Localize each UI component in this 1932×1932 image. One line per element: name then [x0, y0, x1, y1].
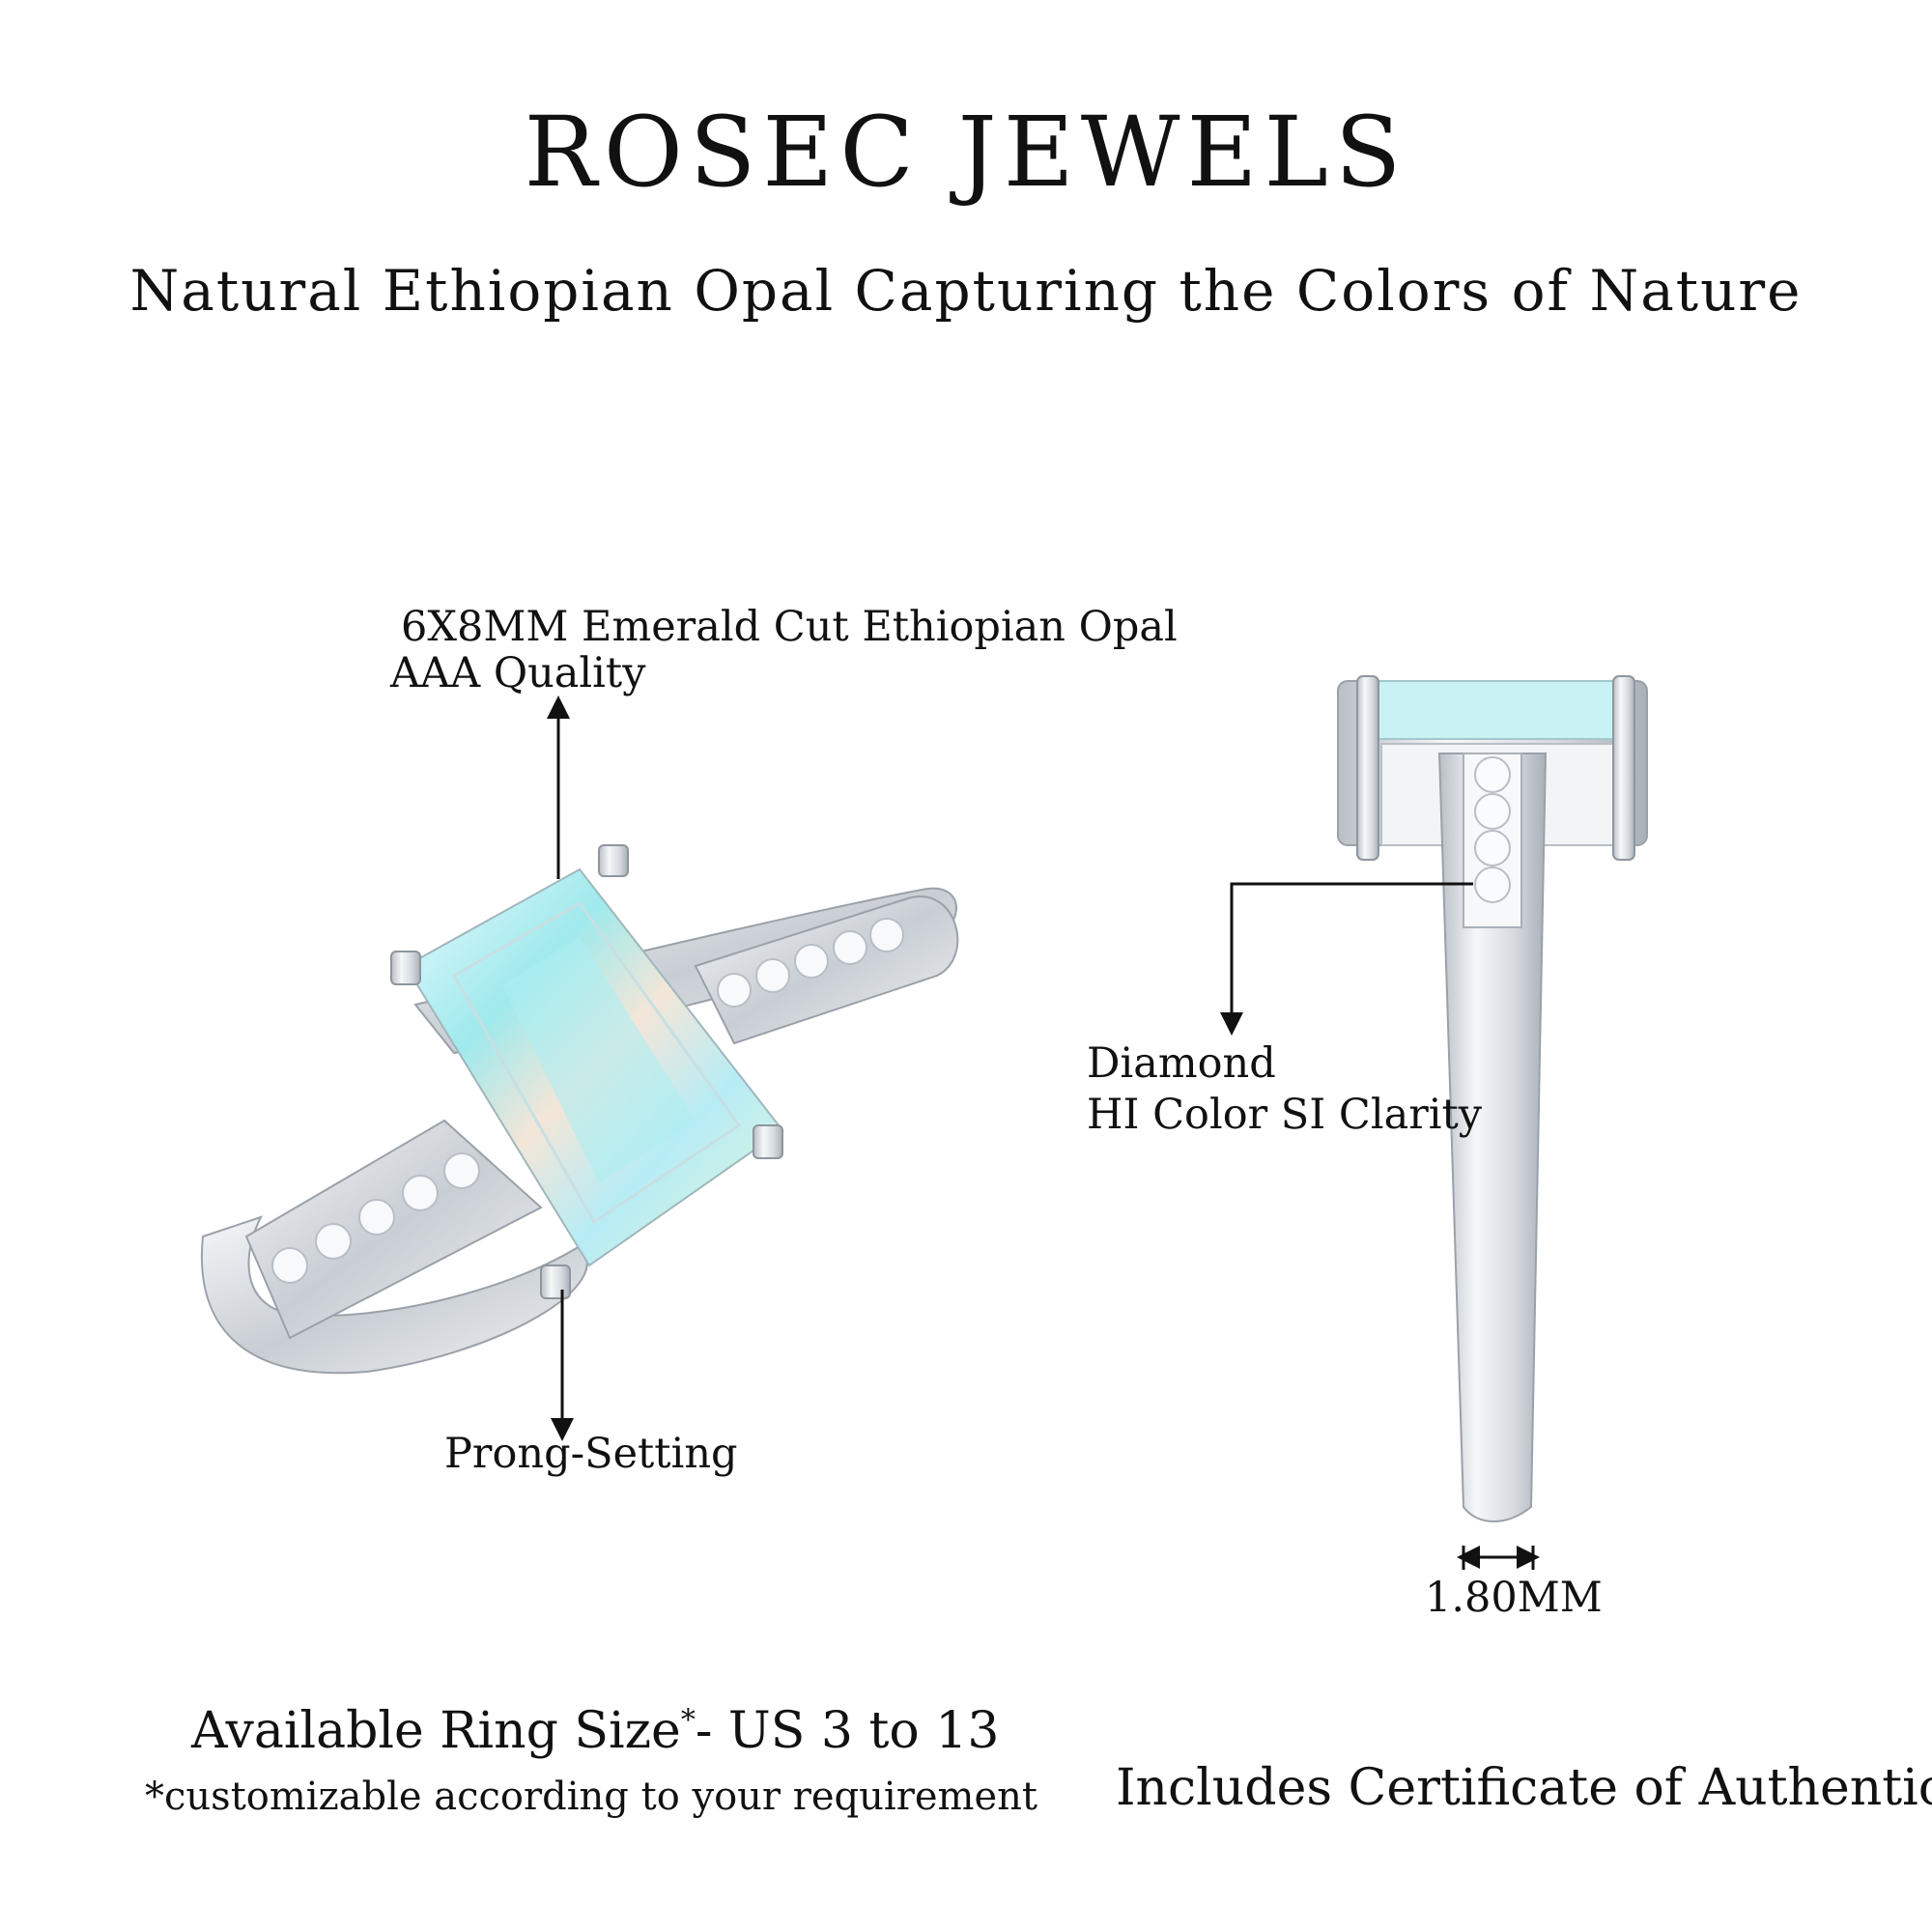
ring-size-range: - US 3 to 13	[695, 1702, 1000, 1760]
side-diamonds-left	[271, 1152, 480, 1284]
ring-side-view	[1337, 675, 1648, 1522]
setting-callout: Prong-Setting	[444, 1430, 738, 1478]
ring-size-label: Available Ring Size	[191, 1702, 681, 1760]
ring-size-info: Available Ring Size*- US 3 to 13	[191, 1706, 999, 1756]
brand-title: ROSEC JEWELS	[524, 96, 1408, 209]
tagline: Natural Ethiopian Opal Capturing the Col…	[129, 258, 1803, 324]
certificate-note: Includes Certificate of Authenticity	[1116, 1759, 1932, 1817]
diamond-callout-line1: Diamond	[1087, 1039, 1276, 1088]
band-width-callout: 1.80MM	[1425, 1574, 1603, 1622]
stone-callout-line2: AAA Quality	[390, 649, 646, 697]
side-diamonds-right	[717, 918, 904, 1008]
callout-arrows	[547, 696, 1540, 1570]
stone-callout-line1: 6X8MM Emerald Cut Ethiopian Opal	[401, 603, 1178, 651]
ring-size-asterisk: *	[680, 1703, 696, 1738]
diamond-callout-line2: HI Color SI Clarity	[1087, 1091, 1483, 1139]
emerald-cut-opal	[404, 867, 784, 1267]
ring-size-note: *customizable according to your requirem…	[145, 1775, 1037, 1819]
side-view-diamonds	[1474, 756, 1511, 903]
ring-angled-view	[200, 844, 959, 1375]
